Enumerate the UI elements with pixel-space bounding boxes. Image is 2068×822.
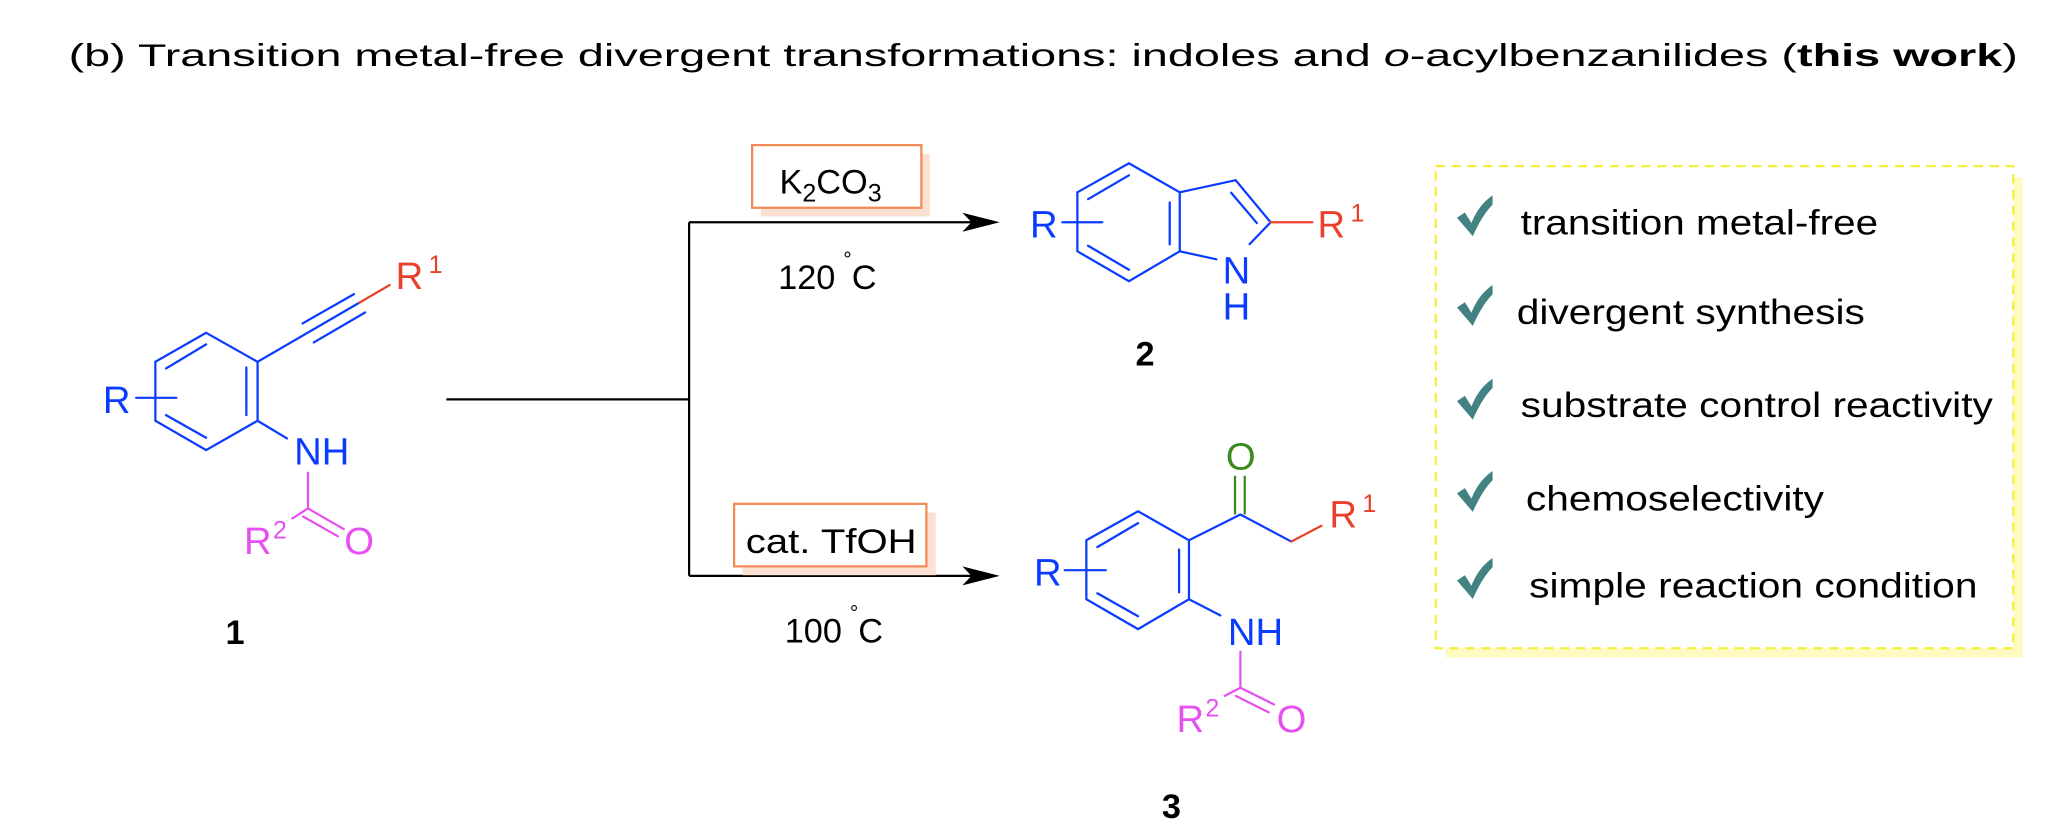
feature-item: simple reaction condition — [1529, 565, 1977, 605]
title-prefix: (b) Transition metal-free divergent tran… — [69, 37, 1384, 73]
compound-1-NH: NH — [294, 430, 349, 473]
arrowhead-top — [962, 212, 1000, 232]
compound-3-label: 3 — [1162, 788, 1181, 822]
svg-text:K2CO3: K2CO3 — [779, 163, 881, 207]
checkmark-icon — [1456, 471, 1493, 512]
compound-3-R: R — [1034, 552, 1062, 595]
title-middle: -acylbenzanilides ( — [1410, 37, 1798, 73]
compound-2-label: 2 — [1136, 335, 1155, 373]
compound-1-R2: R2 — [244, 516, 287, 563]
checkmark-icon — [1456, 378, 1493, 420]
checkmark-icon — [1456, 558, 1493, 599]
compound-3-R2: R2 — [1176, 694, 1219, 741]
compound-2-R: R — [1030, 204, 1058, 247]
scheme-title: (b) Transition metal-free divergent tran… — [69, 37, 2018, 73]
compound-1-label: 1 — [226, 614, 245, 652]
feature-item: transition metal-free — [1521, 202, 1878, 242]
features-list: transition metal-free divergent synthesis… — [1456, 195, 1993, 605]
compound-3-NH: NH — [1228, 611, 1283, 654]
temperature-120: 120°C — [778, 249, 876, 297]
reagent-tfoh: cat. TfOH — [732, 502, 936, 576]
checkmark-icon — [1456, 195, 1493, 237]
compound-3-amide-O: O — [1277, 698, 1307, 741]
arrowhead-bottom — [962, 566, 1000, 586]
compound-2-H: H — [1223, 285, 1251, 328]
compound-1-O: O — [344, 520, 374, 563]
title-italic: o — [1384, 37, 1410, 73]
compound-2-N: N — [1223, 250, 1251, 293]
svg-text:cat. TfOH: cat. TfOH — [746, 523, 917, 561]
checkmark-icon — [1456, 285, 1493, 326]
reagent-k2co3: K2CO3 — [751, 143, 930, 217]
feature-item: chemoselectivity — [1526, 479, 1824, 519]
compound-3-ketone-O: O — [1226, 436, 1256, 479]
compound-1-R: R — [103, 379, 131, 422]
title-bold: this work — [1797, 37, 2003, 73]
features-box — [1434, 164, 2023, 658]
title-suffix: ) — [2002, 37, 2018, 73]
temperature-100: 100°C — [785, 602, 883, 650]
feature-item: substrate control reactivity — [1521, 385, 1993, 425]
divergent-arrows — [446, 212, 1000, 586]
feature-item: divergent synthesis — [1517, 292, 1865, 332]
